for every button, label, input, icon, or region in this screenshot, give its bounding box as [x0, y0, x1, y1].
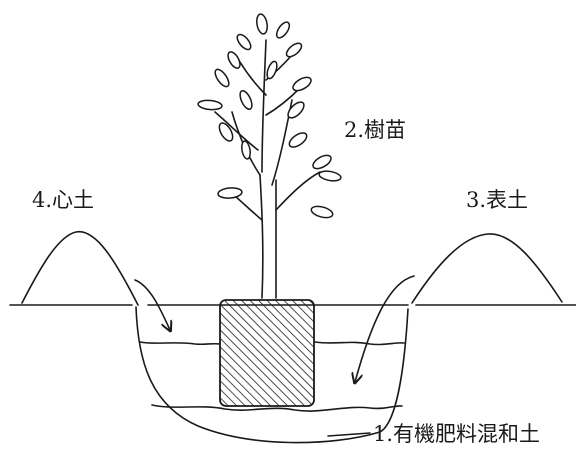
leaf: [312, 154, 332, 170]
subsoil-label: 4.心土: [32, 188, 95, 212]
leaf: [218, 122, 234, 142]
seedling-leaves: [197, 13, 342, 219]
leaf: [310, 205, 334, 219]
leaf: [239, 89, 253, 111]
leaf: [217, 187, 243, 199]
leaf: [266, 60, 278, 80]
leaf: [287, 101, 305, 119]
leaf: [285, 42, 303, 58]
subsoil-arrow: [134, 279, 170, 330]
topsoil-label: 3.表土: [466, 188, 529, 212]
planting-pit: [135, 306, 409, 444]
fertilizer-layer-line: [151, 404, 403, 412]
leaf: [241, 140, 251, 160]
subsoil-layer-line: [139, 341, 405, 346]
fertilizer-label: 1.有機肥料混和土: [373, 422, 541, 446]
seedling-label: 2.樹苗: [344, 118, 407, 142]
fertilizer-leader-line: [327, 432, 371, 437]
root-ball: [219, 299, 315, 407]
leaf: [318, 170, 342, 182]
leaf: [214, 68, 230, 88]
leaf: [256, 13, 268, 35]
leaf: [275, 21, 291, 39]
leaf: [288, 132, 308, 148]
leaf: [292, 76, 312, 92]
topsoil-mound: [411, 233, 563, 304]
leaf: [227, 51, 241, 69]
leaf: [197, 99, 223, 111]
subsoil-mound: [21, 231, 139, 306]
leaf: [236, 33, 252, 51]
topsoil-arrow: [355, 275, 415, 382]
